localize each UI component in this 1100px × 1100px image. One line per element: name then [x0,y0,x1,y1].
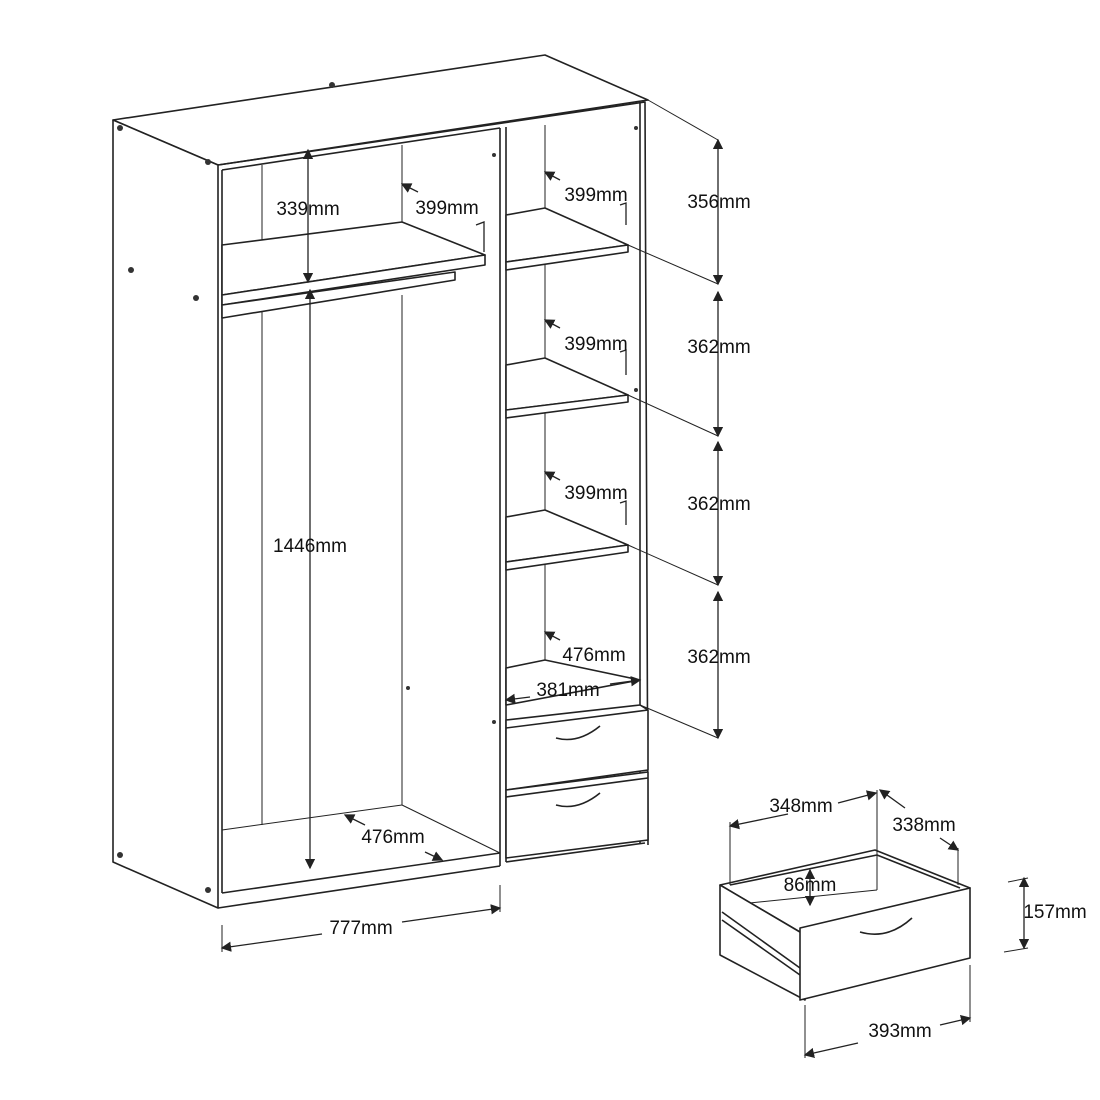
drawer-height-label: 157mm [1023,902,1086,923]
shelf-2-height-label: 362mm [687,337,750,358]
top-compartment-height-label: 339mm [276,199,339,220]
wardrobe-drawers [505,704,649,859]
shelf-3-depth-label: 399mm [564,483,627,504]
left-side-panel [112,119,219,909]
drawer-handle [859,917,913,935]
hanging-rail [221,271,456,319]
shelf-1-height-label: 356mm [687,192,750,213]
drawer-front [799,887,971,1001]
left-shelf-depth-label: 399mm [415,198,478,219]
drawer-inner-width-label: 348mm [769,796,832,817]
wardrobe-body [112,54,649,909]
dimension-labels: 339mm 399mm 1446mm 476mm 777mm 399mm 356… [273,185,1087,1042]
hanging-height-label: 1446mm [273,536,347,557]
drawer-front-width-label: 393mm [868,1021,931,1042]
shelf-1-depth-label: 399mm [564,185,627,206]
bottom-depth-label: 476mm [361,827,424,848]
lower-depth-label: 476mm [562,645,625,666]
shelf-3-height-label: 362mm [687,494,750,515]
shelf-2-depth-label: 399mm [564,334,627,355]
lower-height-label: 362mm [687,647,750,668]
drawer-inner-depth-label: 338mm [892,815,955,836]
top-panel [112,54,649,166]
drawer-inner-height-label: 86mm [784,875,837,896]
drawer-detail [719,789,1030,1059]
column-width-label: 381mm [536,680,599,701]
width-label: 777mm [329,918,392,939]
dimension-lines [220,99,724,952]
right-shelves [505,207,641,706]
